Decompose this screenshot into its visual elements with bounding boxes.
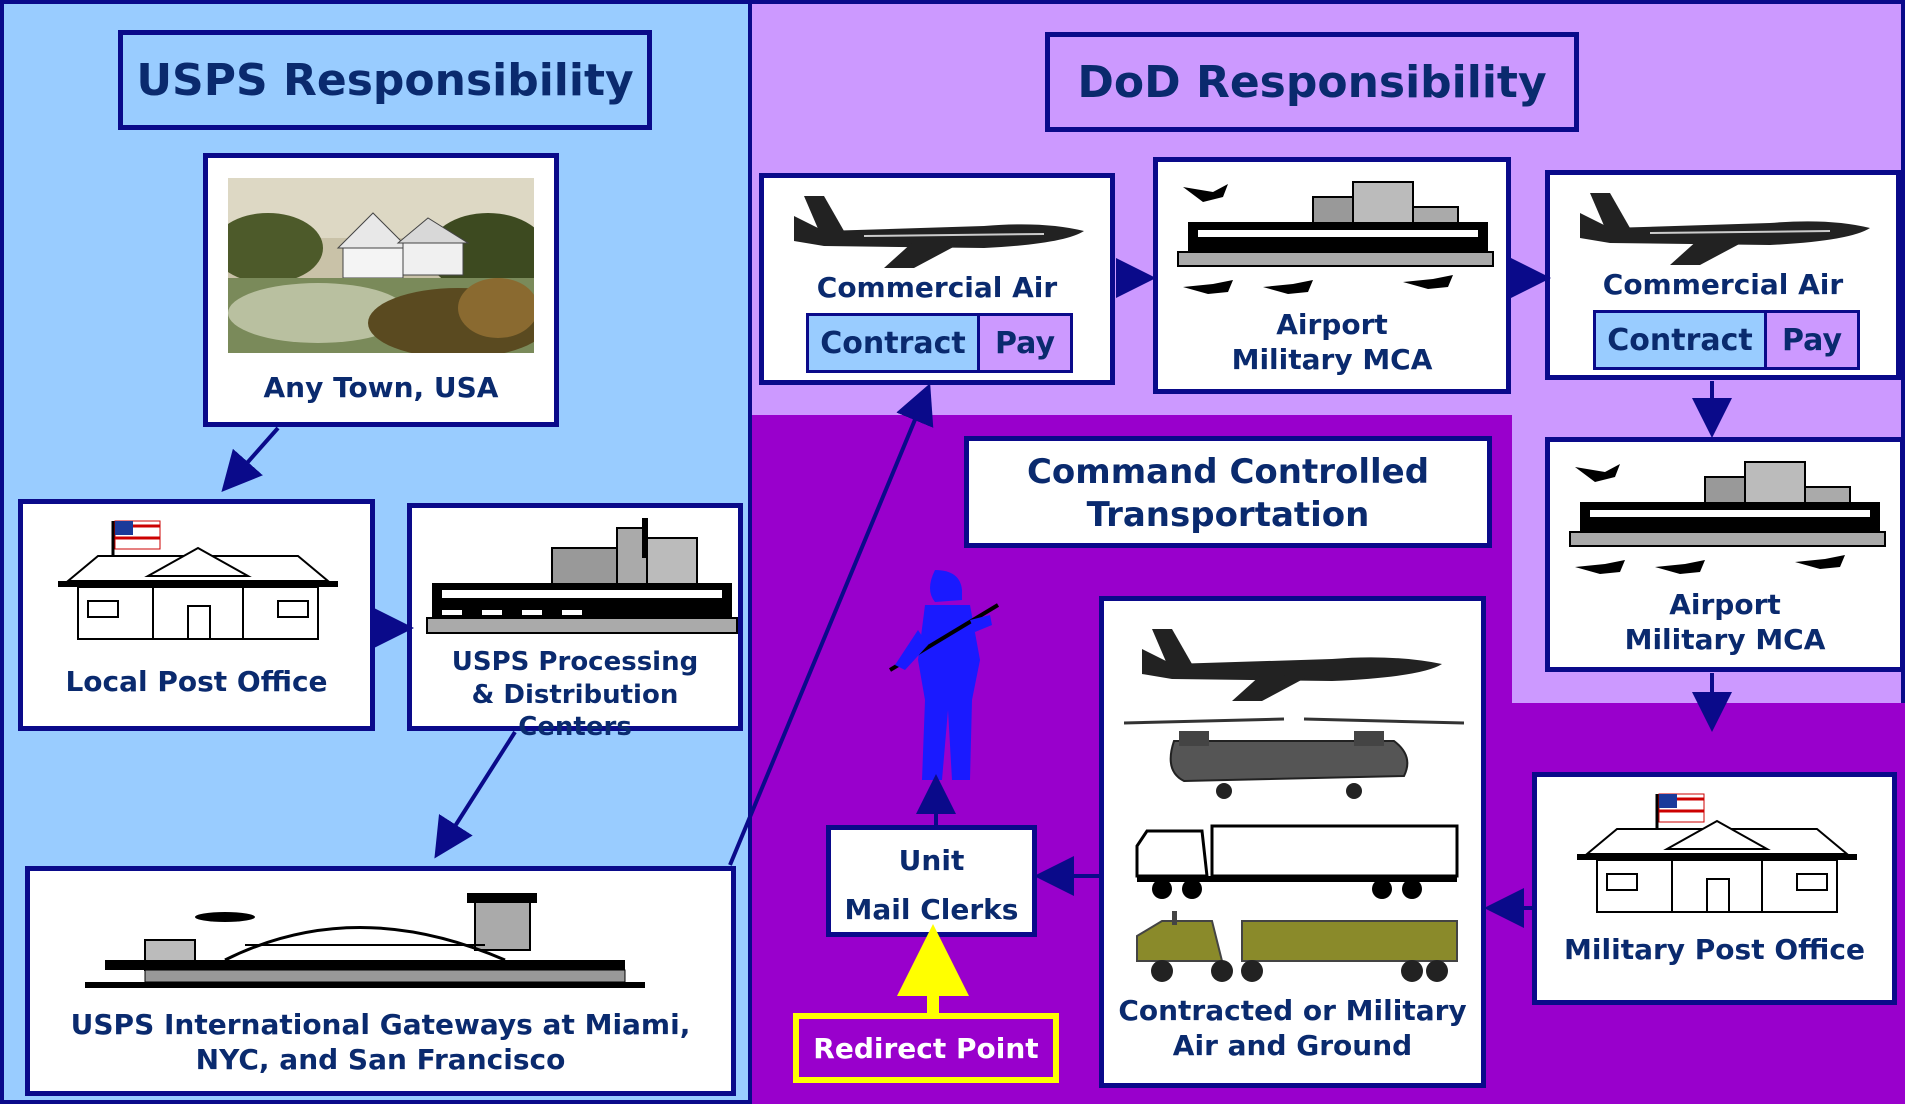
usps-title-text: USPS Responsibility — [136, 54, 634, 106]
airport-mca-1-line-2: Military MCA — [1231, 343, 1433, 376]
airport-terminal-icon — [1177, 181, 1494, 294]
contracted-transport-box: Contracted or Military Air and Ground — [1099, 596, 1486, 1088]
airplane-icon — [794, 196, 1084, 268]
command-line-2: Transportation — [1086, 494, 1370, 535]
airport-mca-label-1: Airport Military MCA — [1158, 307, 1506, 377]
local-post-office-label: Local Post Office — [65, 665, 328, 698]
commercial-air-label-1: Commercial Air — [816, 271, 1058, 304]
contracted-line-1: Contracted or Military — [1118, 994, 1467, 1027]
any-town-label: Any Town, USA — [263, 371, 499, 404]
post-office-icon — [58, 520, 338, 640]
gateways-line-2: NYC, and San Francisco — [195, 1043, 566, 1076]
military-post-office-label: Military Post Office — [1564, 933, 1865, 966]
usps-processing-label: USPS Processing & Distribution Centers — [412, 646, 738, 744]
command-line-1: Command Controlled — [1026, 452, 1430, 492]
usps-responsibility-title: USPS Responsibility — [118, 30, 652, 130]
usps-gateways-box: USPS International Gateways at Miami, NY… — [25, 866, 736, 1096]
post-office-icon — [1577, 793, 1857, 913]
contract-cell-2: Contract — [1593, 310, 1767, 370]
any-town-box: Any Town, USA — [203, 153, 559, 427]
airport-mca-label-2: Airport Military MCA — [1550, 587, 1900, 657]
redirect-point-box: Redirect Point — [793, 1013, 1059, 1083]
contracted-transport-label: Contracted or Military Air and Ground — [1104, 993, 1481, 1063]
airport-terminal-icon — [85, 893, 645, 988]
usps-gateways-label: USPS International Gateways at Miami, NY… — [30, 1007, 731, 1077]
dod-title-text: DoD Responsibility — [1077, 56, 1547, 108]
command-controlled-box: Command Controlled Transportation — [964, 436, 1492, 548]
truck-icon — [1135, 824, 1459, 899]
airport-mca-box-2: Airport Military MCA — [1545, 437, 1905, 672]
commercial-air-box-1: Commercial Air Contract Pay — [759, 173, 1115, 385]
unit-mail-clerks-line-2: Mail Clerks — [844, 893, 1019, 926]
airport-mca-2-line-1: Airport — [1669, 588, 1781, 621]
contract-cell-1: Contract — [806, 313, 980, 373]
airport-terminal-icon — [1569, 461, 1886, 574]
processing-line-2: & Distribution Centers — [471, 679, 679, 743]
arrow-town-to-local — [221, 426, 280, 492]
airport-mca-box-1: Airport Military MCA — [1153, 157, 1511, 394]
unit-mail-clerks-label: Unit Mail Clerks — [831, 836, 1032, 934]
usps-processing-box: USPS Processing & Distribution Centers — [407, 503, 743, 742]
pay-cell-2: Pay — [1764, 310, 1860, 370]
commercial-air-box-2: Commercial Air Contract Pay — [1545, 170, 1901, 380]
gateways-line-1: USPS International Gateways at Miami, — [70, 1008, 691, 1041]
local-post-office-box: Local Post Office — [18, 499, 375, 731]
unit-mail-clerks-line-1: Unit — [898, 844, 965, 877]
arrow-gateways-to-commercial-air — [728, 383, 934, 866]
contracted-line-2: Air and Ground — [1172, 1029, 1413, 1062]
redirect-point-label: Redirect Point — [813, 1031, 1039, 1065]
factory-icon — [426, 518, 738, 634]
military-truck-icon — [1136, 911, 1458, 982]
airplane-icon — [1580, 193, 1870, 265]
soldier-icon — [888, 570, 1000, 780]
military-post-office-box: Military Post Office — [1532, 772, 1897, 1005]
airport-mca-2-line-2: Military MCA — [1624, 623, 1826, 656]
command-controlled-label: Command Controlled Transportation — [969, 451, 1487, 536]
arrow-processing-to-gateways — [434, 730, 517, 859]
pay-cell-1: Pay — [977, 313, 1073, 373]
dod-responsibility-title: DoD Responsibility — [1045, 32, 1579, 132]
helicopter-icon — [1124, 717, 1464, 799]
processing-line-1: USPS Processing — [451, 647, 699, 677]
house-landscape-icon — [228, 178, 534, 353]
airport-mca-1-line-1: Airport — [1276, 308, 1388, 341]
airplane-icon — [1142, 629, 1442, 701]
commercial-air-label-2: Commercial Air — [1602, 268, 1844, 301]
